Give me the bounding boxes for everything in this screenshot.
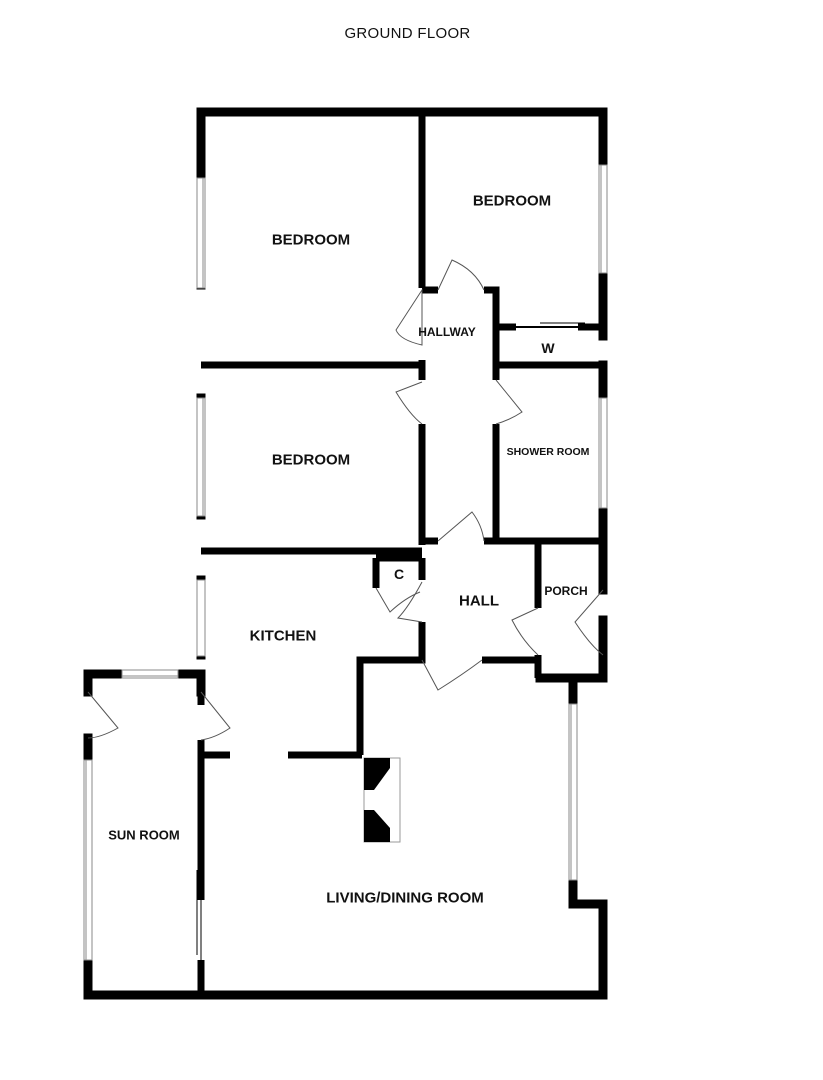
floor-title: GROUND FLOOR [344, 25, 471, 42]
room-label-living-dining: LIVING/DINING ROOM [326, 889, 484, 907]
room-label-porch: PORCH [544, 584, 588, 598]
windows [83, 164, 608, 961]
room-label-bedroom-2: BEDROOM [472, 192, 552, 210]
interior-walls [197, 112, 603, 995]
room-label-cupboard: C [393, 566, 405, 582]
fireplace [363, 757, 401, 843]
room-label-hallway: HALLWAY [418, 325, 476, 339]
room-label-hall: HALL [459, 592, 499, 610]
room-label-sun-room: SUN ROOM [108, 827, 180, 843]
door-swings [87, 259, 604, 960]
room-label-bedroom-3: BEDROOM [271, 451, 351, 469]
room-label-shower-room: SHOWER ROOM [506, 446, 590, 458]
room-label-bedroom-1: BEDROOM [271, 231, 351, 249]
room-label-wardrobe: W [541, 340, 555, 356]
room-label-kitchen: KITCHEN [249, 627, 317, 645]
